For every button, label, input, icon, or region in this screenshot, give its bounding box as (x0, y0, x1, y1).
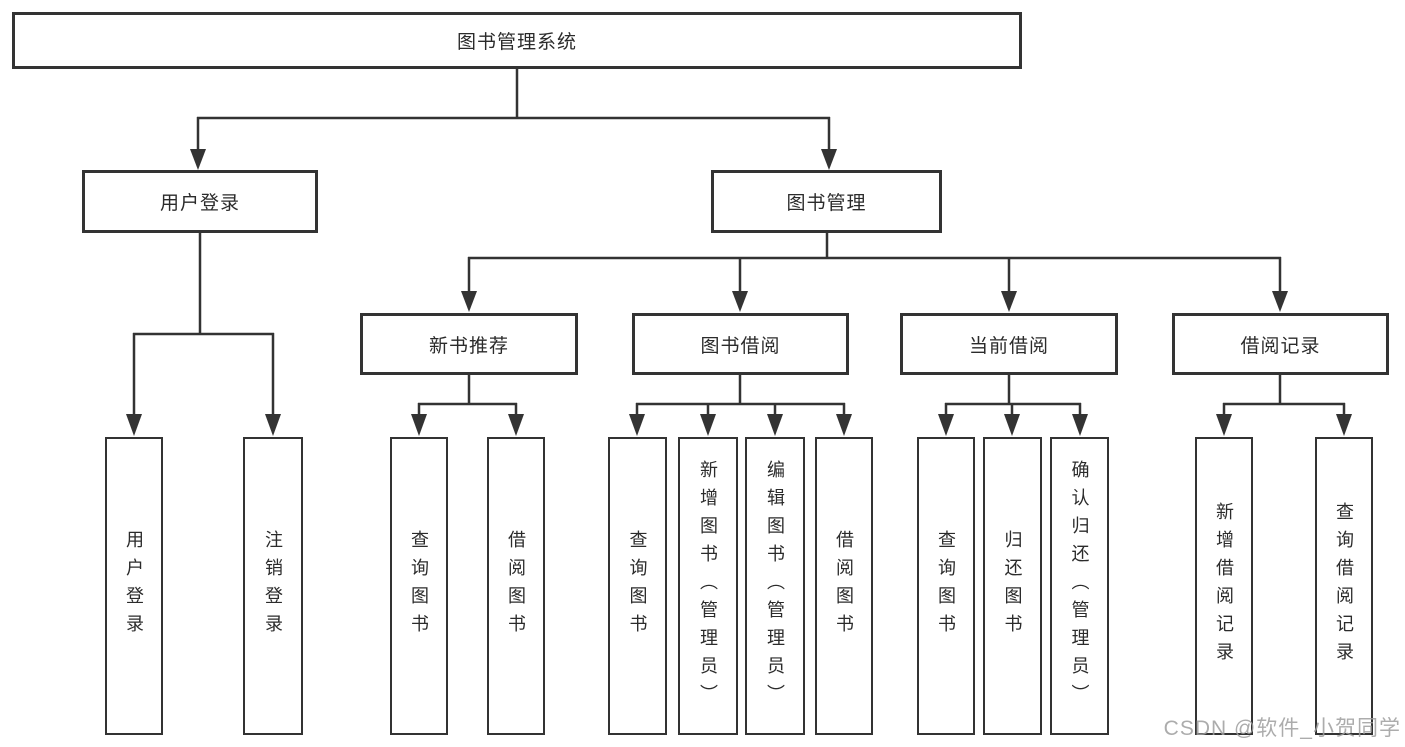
node-label: 当前借阅 (968, 335, 1049, 357)
leaf-add-borrow-record: 新增借阅记录 (1195, 437, 1253, 735)
leaf-label: 查询图书 (627, 530, 648, 642)
leaf-logout-login: 注销登录 (243, 437, 303, 735)
leaf-add-books-admin: 新增图书（管理员） (678, 437, 738, 735)
node-borrow-record: 借阅记录 (1172, 313, 1389, 375)
leaf-label: 新增借阅记录 (1214, 502, 1234, 670)
leaf-borrow-books-recommend: 借阅图书 (487, 437, 545, 735)
leaf-label: 查询图书 (409, 530, 429, 642)
node-label: 借阅记录 (1240, 335, 1321, 357)
leaf-label: 借阅图书 (834, 530, 854, 642)
node-user-login: 用户登录 (82, 170, 318, 233)
node-new-book-recommend: 新书推荐 (360, 313, 578, 375)
leaf-confirm-return-admin: 确认归还（管理员） (1050, 437, 1109, 735)
leaf-label: 归还图书 (1002, 530, 1023, 642)
node-label: 图书管理 (786, 193, 867, 214)
csdn-watermark: CSDN @软件_小贺同学 (1163, 717, 1401, 740)
leaf-label: 注销登录 (263, 530, 283, 642)
leaf-return-books: 归还图书 (983, 437, 1042, 735)
leaf-query-books-current: 查询图书 (917, 437, 975, 735)
leaf-borrow-books: 借阅图书 (815, 437, 873, 735)
leaf-label: 用户登录 (124, 530, 144, 642)
leaf-label: 查询图书 (936, 530, 956, 642)
leaf-label: 查询借阅记录 (1334, 502, 1354, 670)
leaf-label: 确认归还（管理员） (1069, 460, 1090, 712)
node-label: 用户登录 (159, 193, 240, 214)
node-label: 新书推荐 (428, 335, 509, 357)
node-book-borrow: 图书借阅 (632, 313, 849, 375)
leaf-query-books-recommend: 查询图书 (390, 437, 448, 735)
node-library-management-system: 图书管理系统 (12, 12, 1022, 69)
node-label: 图书管理系统 (456, 32, 577, 53)
leaf-label: 借阅图书 (506, 530, 526, 642)
node-book-management: 图书管理 (711, 170, 942, 233)
leaf-label: 新增图书（管理员） (698, 460, 718, 712)
leaf-query-books-borrow: 查询图书 (608, 437, 667, 735)
arrowhead-group (126, 149, 1352, 436)
leaf-edit-books-admin: 编辑图书（管理员） (745, 437, 805, 735)
leaf-label: 编辑图书（管理员） (765, 460, 785, 712)
leaf-user-login: 用户登录 (105, 437, 163, 735)
node-current-borrow: 当前借阅 (900, 313, 1118, 375)
leaf-query-borrow-record: 查询借阅记录 (1315, 437, 1373, 735)
node-label: 图书借阅 (700, 335, 781, 357)
